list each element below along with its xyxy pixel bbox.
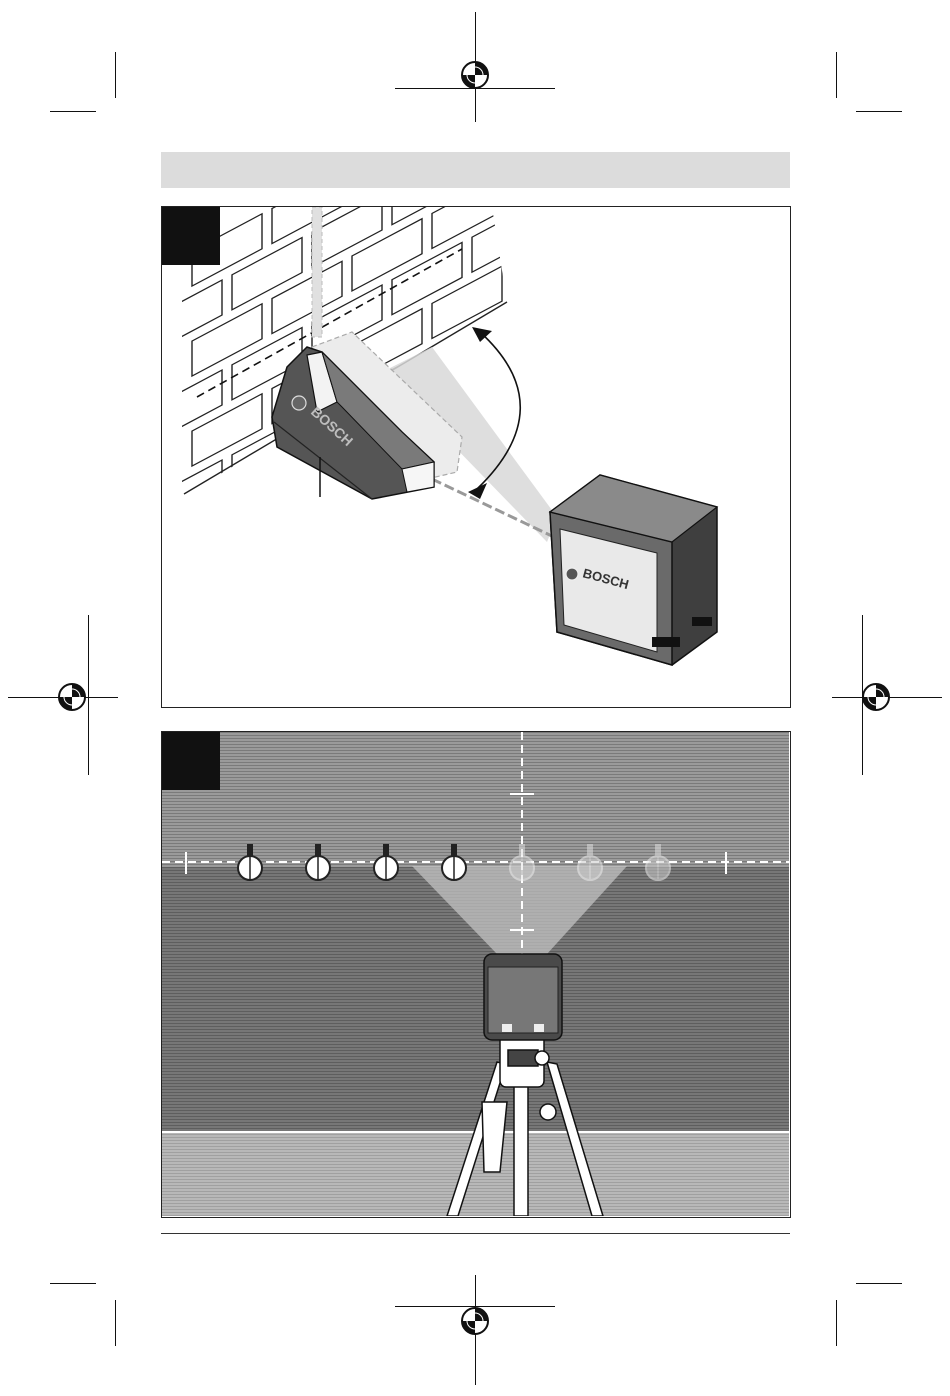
crop-mark [836,1300,837,1346]
figure-number-tab [162,732,220,790]
wall-upper [162,732,789,867]
footer-rule [161,1233,790,1234]
crop-mark [836,52,837,98]
registration-target [856,677,896,717]
header-band [161,152,790,188]
laser-cube: BOSCH [550,475,717,665]
figure-number-tab [162,207,220,265]
registration-target [455,55,495,95]
registration-target [455,1301,495,1341]
crop-mark [115,1300,116,1346]
laser-cube [484,954,562,1040]
wall-mount-illustration: BOSCH BOSCH [162,207,789,706]
crop-mark [856,111,902,112]
crop-mark [50,111,96,112]
bosch-logo-icon [566,568,578,580]
registration-target [52,677,92,717]
crop-mark [50,1283,96,1284]
tripod-illustration [162,732,789,1216]
figure-tripod-hooks [161,731,791,1218]
laser-line-vertical-ghost [312,207,322,337]
crop-mark [115,52,116,98]
figure-wall-mount: BOSCH BOSCH [161,206,791,708]
crop-mark [856,1283,902,1284]
bosch-logo-icon [292,396,306,410]
